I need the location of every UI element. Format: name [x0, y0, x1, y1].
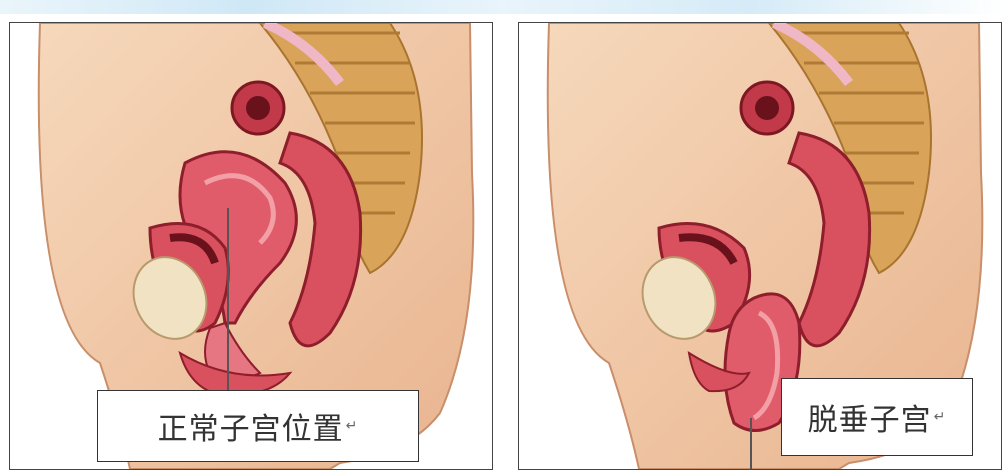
paragraph-mark: ↵ — [346, 418, 359, 434]
label-normal-text: 正常子宫位置 — [158, 404, 344, 448]
label-prolapsed-uterus: 脱垂子宫↵ — [781, 378, 973, 456]
label-normal-uterus-position: 正常子宫位置↵ — [97, 390, 419, 462]
top-decorative-band — [0, 0, 1004, 14]
paragraph-mark: ↵ — [934, 409, 947, 425]
panel-normal-uterus: 正常子宫位置↵ — [9, 22, 493, 470]
panel-prolapsed-uterus: 脱垂子宫↵ — [518, 22, 1002, 470]
label-prolapse-text: 脱垂子宫 — [808, 395, 932, 439]
